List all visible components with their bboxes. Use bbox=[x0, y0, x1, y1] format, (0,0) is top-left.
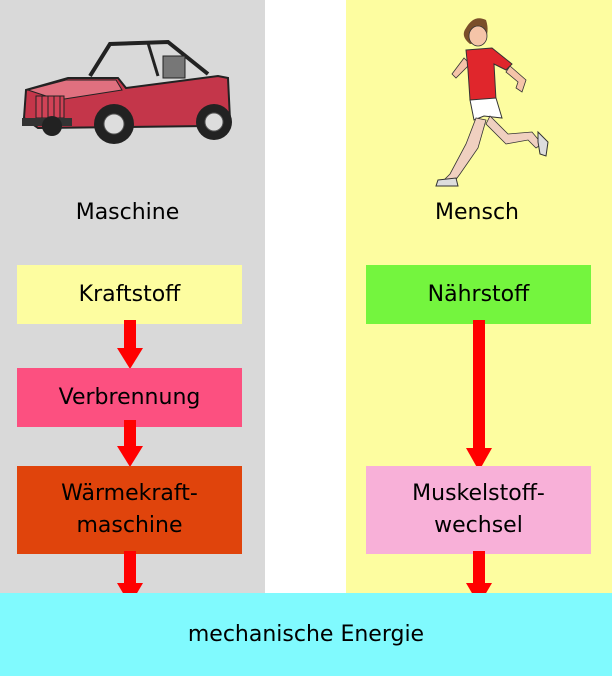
runner-icon bbox=[435, 18, 549, 187]
muskelstoffwechsel-box: Muskelstoff- wechsel bbox=[366, 466, 591, 554]
verbrennung-box: Verbrennung bbox=[17, 368, 242, 427]
kraftstoff-box: Kraftstoff bbox=[17, 265, 242, 324]
arrow-down-icon bbox=[466, 320, 492, 471]
machine-title: Maschine bbox=[75, 200, 180, 225]
jeep-icon bbox=[22, 39, 232, 144]
naehrstoff-box: Nährstoff bbox=[366, 265, 591, 324]
waermekraftmaschine-box: Wärmekraft- maschine bbox=[17, 466, 242, 554]
arrow-down-icon bbox=[117, 420, 143, 467]
human-title: Mensch bbox=[435, 200, 519, 225]
arrow-down-icon bbox=[117, 320, 143, 369]
mechanical-energy-result: mechanische Energie bbox=[0, 593, 612, 676]
result-label: mechanische Energie bbox=[187, 622, 425, 647]
